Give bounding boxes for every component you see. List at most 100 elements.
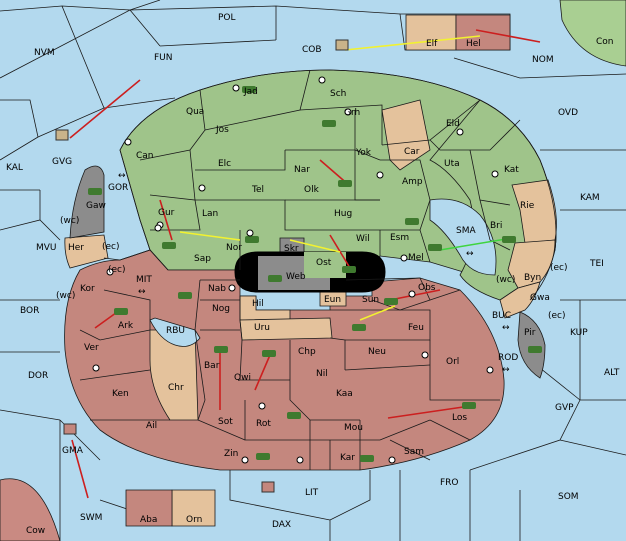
arrow-mel-bri (439, 237, 513, 251)
label-jad: Jad (243, 87, 258, 97)
coast-kor-ec: (ec) (108, 265, 126, 275)
label-sam: Sam (404, 447, 424, 457)
unit-tank (528, 346, 542, 353)
label-mit: MIT (136, 275, 152, 285)
unit-tank (268, 275, 282, 282)
unit-tank (502, 236, 516, 243)
unit-tank (245, 236, 259, 243)
label-uta: Uta (444, 159, 460, 169)
label-kam: KAM (580, 193, 600, 203)
unit-tank (462, 402, 476, 409)
convoy-sma: ↔ (466, 249, 474, 259)
depot-icon-gvg (55, 129, 69, 141)
label-gaw: Gaw (86, 201, 106, 211)
province-gaw[interactable] (69, 165, 105, 239)
label-lit: LIT (305, 488, 319, 498)
label-her: Her (68, 243, 84, 253)
coast-byn-wc: (wc) (496, 275, 515, 285)
label-fro: FRO (440, 478, 459, 488)
label-gur: Gur (158, 208, 175, 218)
label-rod: ROD (498, 353, 518, 363)
unit-tank (360, 455, 374, 462)
label-yok: Yok (355, 148, 372, 158)
label-lan: Lan (202, 209, 218, 219)
label-mou: Mou (344, 423, 363, 433)
label-olk: Olk (304, 185, 320, 195)
label-los: Los (452, 413, 467, 423)
label-sun: Sun (362, 295, 379, 305)
label-eld: Eld (446, 119, 460, 129)
label-kup: KUP (570, 328, 588, 338)
label-nor: Nor (226, 243, 242, 253)
label-mvu: MVU (36, 243, 57, 253)
supply-centers (92, 76, 499, 464)
depot-icon-gma (63, 423, 77, 435)
depot-icons (55, 39, 349, 493)
convoy-gor: ↔ (118, 171, 126, 181)
label-kar: Kar (340, 453, 355, 463)
label-elf: Elf (426, 39, 438, 49)
label-can: Can (136, 151, 154, 161)
label-gma: GMA (62, 446, 84, 456)
label-nab: Nab (208, 284, 226, 294)
unit-tank (242, 86, 256, 93)
label-dax: DAX (272, 520, 291, 530)
unit-tank (214, 346, 228, 353)
label-hug: Hug (334, 209, 352, 219)
label-skr: Skr (284, 244, 299, 254)
label-orl: Orl (446, 357, 459, 367)
label-rie: Rie (520, 201, 535, 211)
label-hil: Hil (252, 299, 264, 309)
label-con: Con (596, 37, 614, 47)
units (88, 86, 542, 462)
convoy-buc: ↔ (502, 323, 510, 333)
label-jos: Jos (215, 125, 229, 135)
inner-sea-rbu (149, 317, 201, 347)
label-kor: Kor (80, 284, 95, 294)
province-ost[interactable] (304, 252, 346, 278)
label-eun: Eun (324, 295, 341, 305)
unit-tank (342, 266, 356, 273)
label-gvg: GVG (52, 157, 72, 167)
label-ark: Ark (118, 321, 134, 331)
unit-tank (178, 292, 192, 299)
coast-her-ec: (ec) (102, 242, 120, 252)
label-tei: TEI (589, 259, 604, 269)
label-ost: Ost (316, 258, 332, 268)
label-pol: POL (218, 13, 236, 23)
province-her[interactable] (64, 234, 109, 269)
label-kaa: Kaa (336, 389, 353, 399)
label-alt: ALT (604, 368, 620, 378)
unit-tank (405, 218, 419, 225)
label-chr: Chr (168, 383, 184, 393)
unit-tank (428, 244, 442, 251)
order-arrows (69, 29, 541, 499)
arrow-fun-gvg (69, 79, 141, 139)
label-sch: Sch (330, 89, 346, 99)
province-aba[interactable] (125, 489, 173, 527)
province-gwa[interactable] (499, 281, 541, 319)
label-obs: Obs (418, 283, 436, 293)
label-gwa: Gwa (530, 293, 550, 303)
coast-gaw-wc: (wc) (60, 216, 79, 226)
unit-tank (88, 188, 102, 195)
arrow-mou-los (387, 405, 471, 419)
arrow-swm-gma (71, 439, 89, 499)
label-buc: BUC (492, 311, 511, 321)
label-bar: Bar (204, 361, 220, 371)
arrow-uru-sun (359, 305, 396, 321)
label-zin: Zin (224, 449, 238, 459)
unit-tank (114, 308, 128, 315)
label-aba: Aba (140, 515, 157, 525)
label-wil: Wil (356, 234, 370, 244)
label-chp: Chp (298, 347, 316, 357)
label-bor: BOR (20, 306, 39, 316)
province-pir[interactable] (517, 311, 546, 379)
label-web: Web (286, 272, 306, 282)
province-hel[interactable] (455, 14, 511, 51)
label-swm: SWM (80, 513, 102, 523)
label-uru: Uru (254, 323, 270, 333)
province-chr[interactable] (149, 329, 199, 421)
